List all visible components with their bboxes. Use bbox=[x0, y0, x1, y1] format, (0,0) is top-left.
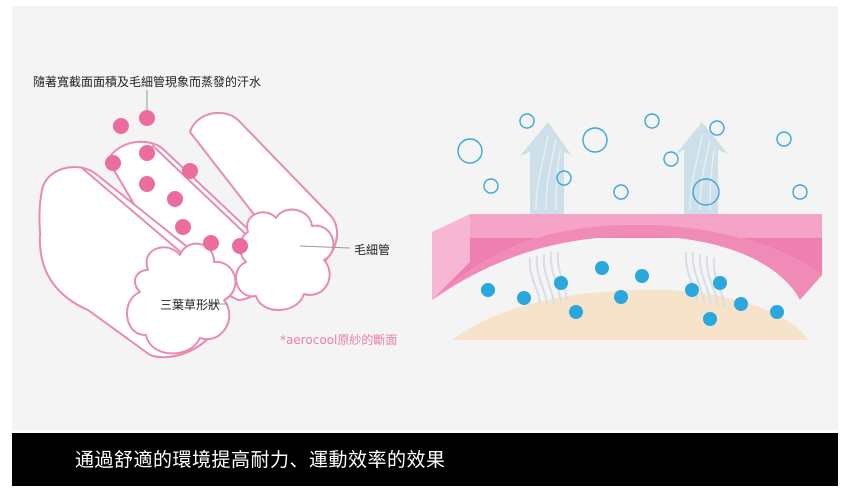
vapor-arrow-up-right bbox=[676, 122, 728, 214]
sweat-dot bbox=[232, 238, 248, 254]
vapor-bubbles bbox=[457, 113, 808, 206]
vapor-bubble bbox=[792, 184, 808, 200]
sweat-dot bbox=[182, 163, 198, 179]
caption-text: 通過舒適的環境提高耐力、運動效率的效果 bbox=[75, 449, 446, 471]
moisture-dot bbox=[703, 312, 717, 326]
fiber-caption: *aerocool原紗的斷面 bbox=[280, 333, 398, 347]
sweat-dot bbox=[203, 235, 219, 251]
fabric-underside bbox=[432, 225, 822, 300]
sweat-dot bbox=[167, 191, 183, 207]
vapor-bubble bbox=[457, 138, 483, 164]
vapor-stroke bbox=[699, 139, 711, 211]
vapor-bubble bbox=[644, 113, 660, 129]
vapor-stroke bbox=[689, 134, 703, 211]
moisture-dots bbox=[481, 261, 784, 326]
capillary-strand bbox=[691, 251, 705, 304]
vapor-bubble bbox=[692, 178, 720, 206]
vapor-bubble bbox=[582, 127, 608, 153]
capillary-label: 毛細管 bbox=[354, 243, 391, 257]
vapor-bubble bbox=[613, 184, 629, 200]
vapor-stroke bbox=[535, 134, 549, 211]
capillary-strand bbox=[705, 255, 719, 307]
vapor-bubble bbox=[776, 131, 792, 147]
moisture-dot bbox=[595, 261, 609, 275]
vapor-stroke bbox=[709, 149, 715, 211]
moisture-dot bbox=[517, 291, 531, 305]
trefoil-label: 三葉草形狀 bbox=[160, 298, 221, 312]
moisture-dot bbox=[569, 305, 583, 319]
trefoil-cross-section-front bbox=[126, 242, 237, 355]
sweat-dot bbox=[113, 118, 129, 134]
fiber-seam-1 bbox=[81, 167, 191, 261]
caption-bar: 通過舒適的環境提高耐力、運動效率的效果 bbox=[12, 433, 838, 486]
skin-layer bbox=[452, 290, 808, 340]
fabric-moisture-diagram bbox=[432, 113, 822, 340]
sweat-dot bbox=[175, 219, 191, 235]
vapor-arrows bbox=[520, 122, 728, 214]
capillary-strand bbox=[549, 251, 562, 303]
vapor-bubble bbox=[663, 151, 679, 167]
moisture-dot bbox=[554, 276, 568, 290]
vapor-bubble bbox=[709, 120, 725, 136]
fiber-seam-2 bbox=[151, 144, 256, 244]
sweat-dots bbox=[105, 110, 248, 254]
vapor-stroke bbox=[545, 139, 557, 211]
sweat-dot bbox=[139, 110, 155, 126]
capillary-strand bbox=[684, 251, 698, 303]
moisture-dot bbox=[481, 283, 495, 297]
capillary-strand bbox=[528, 257, 541, 306]
moisture-dot bbox=[685, 283, 699, 297]
vapor-arrow-up-left bbox=[520, 122, 572, 214]
moisture-dot bbox=[614, 290, 628, 304]
capillary-leader bbox=[299, 245, 351, 249]
vapor-bubble bbox=[556, 170, 572, 186]
sweat-dot bbox=[105, 155, 121, 171]
moisture-dot bbox=[635, 269, 649, 283]
fiber-bundle-illustration bbox=[38, 112, 339, 359]
vapor-bubble bbox=[519, 113, 535, 129]
vapor-arrow-texture bbox=[535, 134, 715, 211]
moisture-dot bbox=[770, 305, 784, 319]
trefoil-cross-section-back bbox=[235, 208, 335, 311]
capillary-strand bbox=[535, 255, 548, 306]
moisture-dot bbox=[734, 297, 748, 311]
top-note-label: 隨著寬截面面積及毛細管現象而蒸發的汗水 bbox=[33, 75, 262, 89]
moisture-dot bbox=[713, 276, 727, 290]
capillary-strand bbox=[542, 253, 555, 305]
capillary-strand bbox=[698, 253, 712, 305]
vapor-bubble bbox=[483, 178, 499, 194]
sweat-dot bbox=[139, 176, 155, 192]
sweat-dot bbox=[139, 145, 155, 161]
